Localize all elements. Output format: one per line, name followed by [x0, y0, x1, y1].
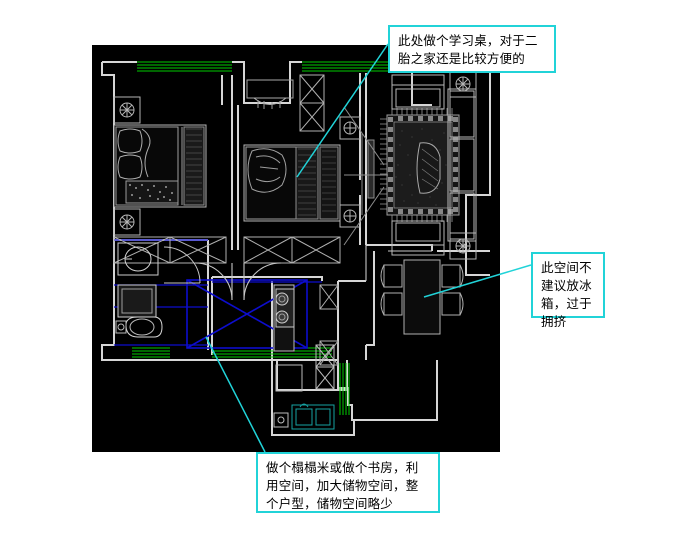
bedroom-door-2 — [243, 262, 282, 301]
entry-door — [365, 245, 432, 281]
kitchen-fixtures — [273, 284, 335, 430]
bedroom-door-1 — [194, 262, 233, 301]
callout-study-desk-text: 此处做个学习桌，对于二胎之家还是比较方便的 — [398, 33, 538, 66]
callout-tatami-study[interactable]: 做个榻榻米或做个书房，利用空间，加大储物空间，整个户型，储物空间略少 — [256, 452, 440, 513]
cad-floor-plan-canvas[interactable] — [92, 45, 500, 452]
callout-tatami-study-text: 做个榻榻米或做个书房，利用空间，加大储物空间，整个户型，储物空间略少 — [266, 460, 419, 511]
second-bedroom-furniture — [243, 79, 341, 222]
callout-fridge-space[interactable]: 此空间不建议放冰箱，过于拥挤 — [531, 252, 605, 329]
nightstand-lamp-second-top — [339, 116, 361, 140]
bathroom-fixtures — [115, 242, 201, 338]
window-glazing — [132, 61, 392, 415]
nightstand-lamp-bottom — [113, 208, 141, 236]
wardrobe-second — [243, 236, 341, 264]
master-bedroom-furniture — [113, 124, 207, 208]
callout-study-desk[interactable]: 此处做个学习桌，对于二胎之家还是比较方便的 — [388, 25, 556, 73]
living-room-furniture — [343, 70, 477, 260]
wardrobe-master — [113, 236, 227, 264]
nightstand-lamp-top — [113, 96, 141, 124]
floor-plan-vector — [101, 61, 491, 436]
nightstand-lamp-second-bottom — [339, 204, 361, 228]
dining-set — [380, 259, 464, 335]
callout-fridge-space-text: 此空间不建议放冰箱，过于拥挤 — [541, 260, 592, 329]
storage-column — [319, 284, 339, 366]
closet-column — [299, 74, 325, 132]
